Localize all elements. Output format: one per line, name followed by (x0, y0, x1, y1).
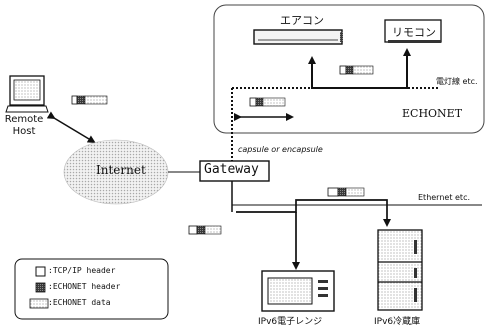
ethernet-flow-arrow (236, 200, 387, 225)
echonet-label: ECHONET (402, 107, 462, 120)
echonet-packet-upper (340, 66, 373, 74)
gateway-label: Gateway (204, 162, 259, 177)
microwave-device (262, 271, 334, 311)
echonet-packet-remote (72, 96, 107, 104)
legend-text-echonet-data: ECHONET data (53, 298, 111, 307)
capsule-label: capsule or encapsule (238, 145, 323, 154)
remote-host-line1: Remote (4, 114, 44, 126)
fridge-label: IPv6冷蔵庫 (374, 314, 420, 327)
legend-swatch-echonet-header (36, 283, 45, 292)
remote-host-computer (6, 76, 48, 112)
echonet-packet-left (189, 226, 221, 234)
legend-item-echonet-data: :ECHONET data (48, 298, 111, 307)
aircon-device (254, 30, 343, 44)
legend-swatch-tcpip (36, 267, 45, 276)
fridge-device (378, 230, 422, 310)
internet-label: Internet (96, 163, 146, 177)
echonet-packet-ethernet (328, 188, 364, 196)
legend-text-echonet-header: ECHONET header (53, 282, 120, 291)
aircon-label: エアコン (280, 12, 324, 28)
echonet-packet-gateway (250, 98, 285, 106)
powerline-label: 電灯線 etc. (436, 76, 478, 87)
ethernet-label: Ethernet etc. (418, 193, 470, 202)
microwave-label: IPv6電子レンジ (258, 314, 322, 327)
remote-host-label: Remote Host (4, 114, 44, 138)
legend-swatch-echonet-data (30, 299, 48, 308)
legend-item-tcpip: :TCP/IP header (48, 266, 115, 275)
legend-item-echonet-header: :ECHONET header (48, 282, 120, 291)
remocon-label: リモコン (392, 24, 436, 40)
legend-text-tcpip: TCP/IP header (53, 266, 116, 275)
remote-host-line2: Host (4, 126, 44, 138)
remote-internet-arrow (54, 118, 94, 142)
